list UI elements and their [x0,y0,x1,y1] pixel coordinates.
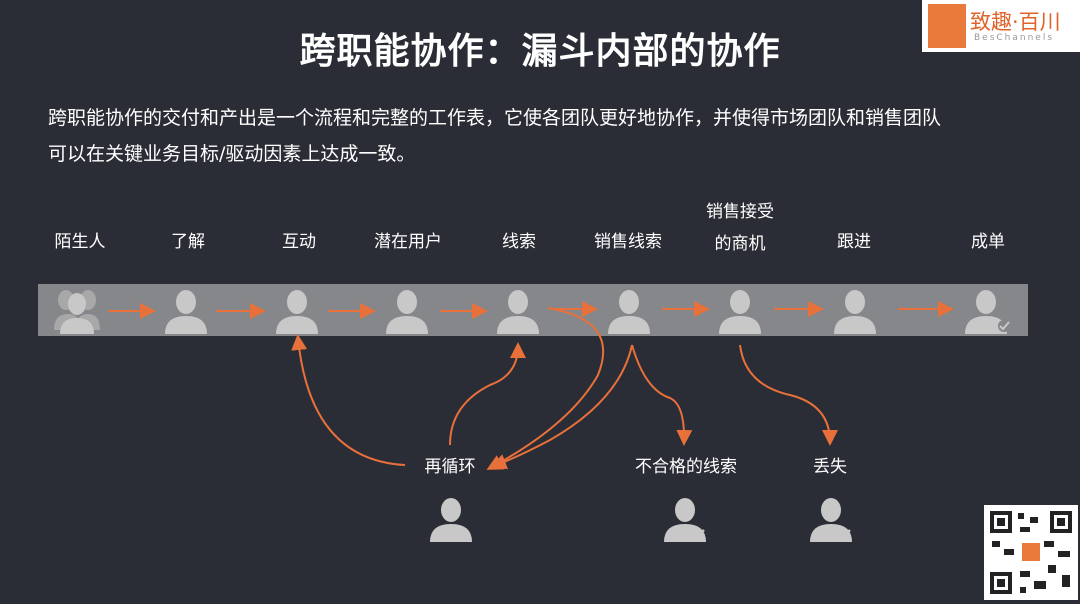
qr-code [984,505,1078,600]
stage-label-prospect: 潜在用户 [374,232,442,252]
person-x-icon-unqualified [664,498,706,542]
description: 跨职能协作的交付和产出是一个流程和完整的工作表，它使各团队更好地协作，并使得市场… [48,107,942,165]
logo-subtitle: BesChannels [974,33,1055,43]
stage-label-sales-accepted-2: 的商机 [714,234,766,254]
person-icon-sales-lead [608,290,650,334]
stage-label-stranger: 陌生人 [54,232,106,252]
person-icon-sales-accepted [719,290,761,334]
person-check-icon [965,290,1010,334]
outcome-label-unqualified: 不合格的线索 [635,457,737,477]
person-icon-prospect [386,290,428,334]
person-icon-aware [165,290,207,334]
stage-label-engaged: 互动 [282,232,316,252]
stage-label-sales-accepted-1: 销售接受 [706,202,774,222]
stage-label-lead: 线索 [502,232,536,252]
person-icon-lead [497,290,539,334]
person-icon-engaged [276,290,318,334]
stage-label-closed: 成单 [971,232,1005,252]
page-title: 跨职能协作：漏斗内部的协作 [299,31,781,72]
stage-label-sales-lead: 销售线索 [594,232,662,252]
logo-name: 致趣·百川 [970,10,1061,34]
brand-logo: 致趣·百川 BesChannels [922,0,1080,52]
stage-label-follow-up: 跟进 [837,232,871,252]
person-icon-follow-up [834,290,876,334]
person-icon-recycle [430,498,472,542]
group-person-icon [54,290,100,334]
person-x-icon-lost [810,498,852,542]
outcome-label-lost: 丢失 [813,457,847,477]
stage-label-aware: 了解 [171,232,205,252]
logo-mark-icon [928,4,966,48]
outcome-label-recycle: 再循环 [424,457,476,477]
